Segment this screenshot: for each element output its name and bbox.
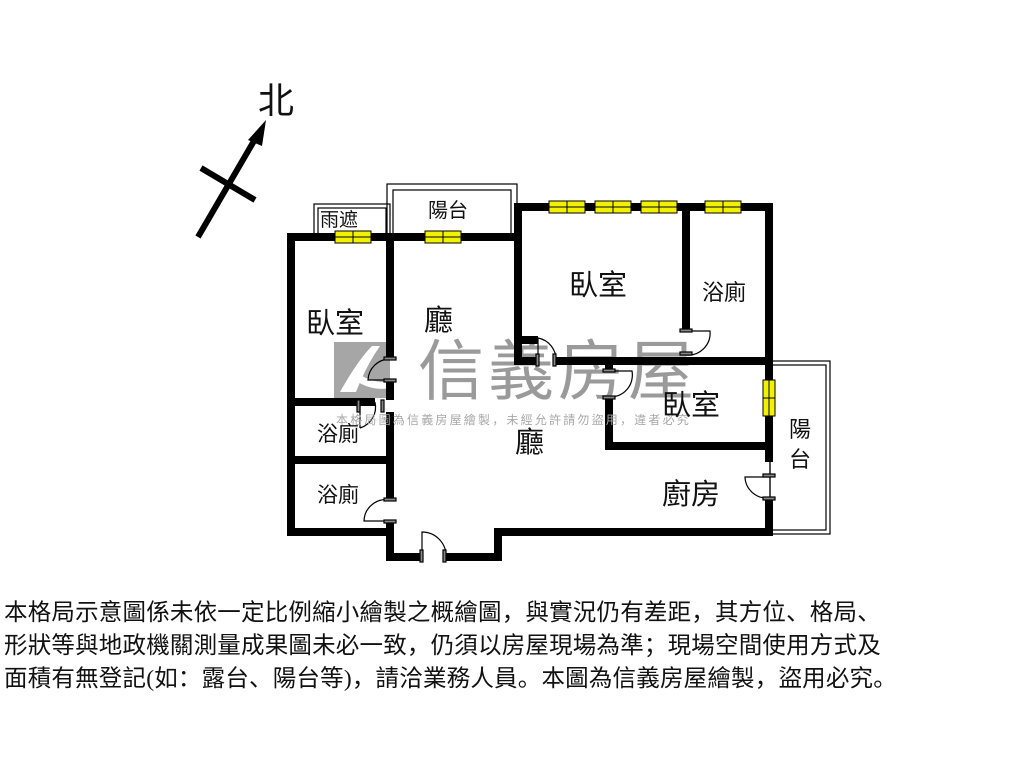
disclaimer-line-3: 面積有無登記(如：露台、陽台等)，請洽業務人員。本圖為信義房屋繪製，盜用必究。 (4, 666, 897, 692)
compass: 北 (195, 81, 294, 239)
window-bedroom-2 (594, 200, 632, 214)
door-bath-left-1 (356, 399, 385, 429)
label-bath-left-1: 浴廁 (317, 422, 359, 446)
label-bedroom-top-right: 臥室 (569, 268, 627, 302)
walls (287, 203, 773, 561)
door-entry (419, 531, 447, 563)
watermark-brand: 信義房屋 (418, 333, 698, 410)
floor-plan: 信義房屋 北 (195, 81, 831, 563)
watermark-logo: 信義房屋 (334, 333, 698, 410)
compass-north-label: 北 (258, 81, 294, 122)
disclaimer-line-1: 本格局示意圖係未依一定比例縮小繪製之概繪圖，與實況仍有差距，其方位、格局、 (4, 600, 881, 626)
door-bedroom-top (535, 337, 557, 367)
label-rain-shelter: 雨遮 (320, 209, 358, 231)
label-balcony-right-2: 台 (789, 448, 811, 473)
room-labels: 雨遮 陽台 臥室 廳 臥室 浴廁 浴廁 廳 臥室 浴廁 廚房 陽 台 (306, 198, 811, 511)
disclaimer: 本格局示意圖係未依一定比例縮小繪製之概繪圖，與實況仍有差距，其方位、格局、 形狀… (4, 597, 1024, 696)
label-kitchen: 廚房 (662, 477, 720, 511)
label-bedroom-mid-right: 臥室 (662, 388, 720, 422)
door-bath-left-2 (363, 497, 397, 524)
label-living-top: 廳 (424, 303, 453, 337)
disclaimer-line-2: 形狀等與地政機關測量成果圖未必一致，仍須以房屋現場為準；現場空間使用方式及 (4, 633, 881, 659)
window-bath-top-right (704, 200, 742, 214)
label-bath-left-2: 浴廁 (317, 483, 359, 507)
window-bedroom-mid-right (762, 379, 776, 417)
window-bedroom-1 (548, 200, 586, 214)
window-living-top (424, 230, 462, 244)
label-bedroom-left: 臥室 (306, 306, 364, 340)
window-bedroom-3 (640, 200, 678, 214)
windows (334, 200, 776, 417)
window-rain-shelter (334, 230, 372, 244)
label-bath-top-right: 浴廁 (702, 281, 746, 306)
door-bedroom-mid-right (602, 368, 633, 400)
doors (356, 328, 776, 563)
label-balcony-right-1: 陽 (789, 418, 811, 443)
label-balcony-top: 陽台 (428, 198, 468, 222)
door-kitchen-balcony (744, 473, 776, 501)
door-bath-top-right (679, 328, 711, 356)
label-living-main: 廳 (515, 425, 544, 459)
door-bedroom-left (367, 356, 397, 383)
watermark-notice: 本格局圖為信義房屋繪製，未經允許請勿盜用，違者必究 (336, 412, 691, 427)
